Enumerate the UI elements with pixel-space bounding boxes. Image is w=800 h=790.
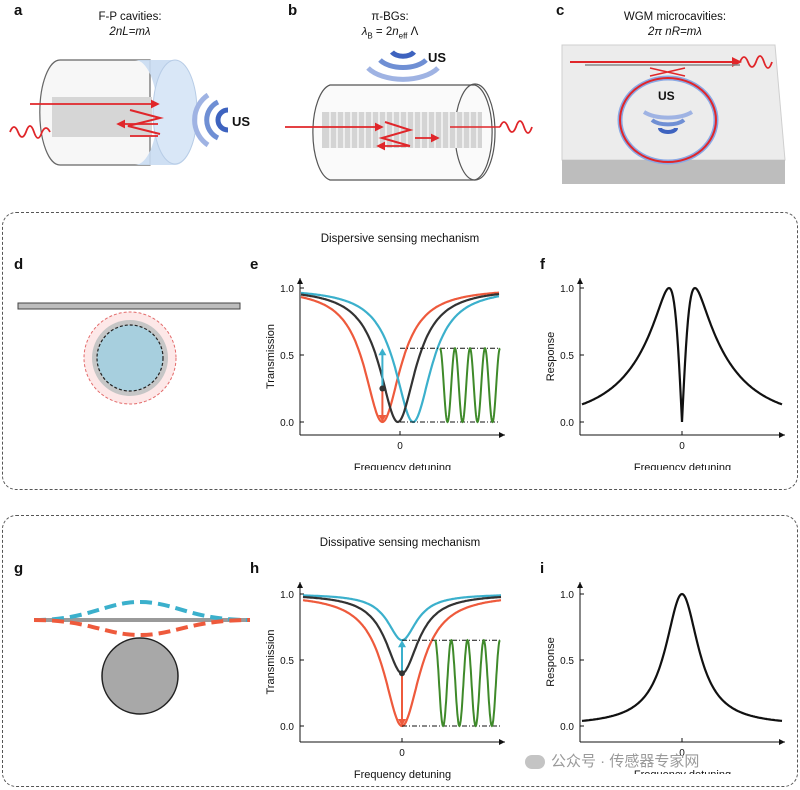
arrow-down-head bbox=[378, 415, 387, 422]
x-axis-arrow bbox=[779, 432, 785, 438]
dispersive-cavity-illustration bbox=[17, 302, 241, 405]
arrow-down-head bbox=[398, 719, 406, 726]
y-tick-label: 0.0 bbox=[280, 722, 294, 733]
dissipative-section bbox=[2, 515, 798, 787]
panel-label-e: e bbox=[250, 256, 259, 273]
wgm-illustration: US bbox=[561, 44, 786, 184]
bias-point bbox=[399, 670, 405, 677]
panel-label-g: g bbox=[14, 560, 24, 577]
y-tick-label: 0.5 bbox=[280, 351, 294, 362]
panel-label-h: h bbox=[250, 560, 260, 577]
x-tick-label: 0 bbox=[679, 441, 685, 452]
y-axis-arrow bbox=[297, 582, 303, 588]
pi-bg-illustration: US bbox=[285, 50, 533, 181]
panel-label-f: f bbox=[540, 256, 545, 273]
response-curve bbox=[581, 286, 783, 423]
panel-c-formula: 2π nR=mλ bbox=[648, 26, 702, 38]
panel-a-formula: 2nL=mλ bbox=[109, 26, 151, 38]
panel-b-formula: λB = 2neff Λ bbox=[361, 26, 419, 41]
y-tick-label: 0.0 bbox=[560, 722, 574, 733]
panel-label-i: i bbox=[540, 560, 545, 577]
y-axis-label: Response bbox=[545, 332, 557, 382]
wechat-icon bbox=[525, 755, 545, 770]
y-axis-arrow bbox=[577, 278, 583, 284]
x-axis-arrow bbox=[499, 432, 505, 438]
watermark-text: 公众号 · 传感器专家网 bbox=[551, 753, 700, 770]
y-tick-label: 0.0 bbox=[280, 418, 294, 429]
y-axis-arrow bbox=[577, 582, 583, 588]
y-tick-label: 1.0 bbox=[560, 590, 574, 601]
panel-label-b: b bbox=[288, 2, 298, 19]
panel-b-title: π-BGs: bbox=[371, 11, 409, 23]
y-axis-label: Transmission bbox=[265, 630, 277, 695]
x-tick-label: 0 bbox=[399, 748, 405, 759]
bias-point bbox=[379, 385, 386, 392]
fp-cavity-illustration: US bbox=[9, 59, 250, 166]
panel-b-caption: π-BGs: λB = 2neff Λ bbox=[320, 10, 460, 43]
x-axis-arrow bbox=[499, 739, 505, 745]
x-tick-label: 0 bbox=[679, 748, 685, 759]
y-tick-label: 0.5 bbox=[280, 656, 294, 667]
us-label-b: US bbox=[428, 50, 446, 65]
y-tick-label: 0.5 bbox=[560, 656, 574, 667]
dispersive-section-title: Dispersive sensing mechanism bbox=[320, 233, 480, 245]
panel-a-title: F-P cavities: bbox=[98, 11, 162, 23]
y-tick-label: 1.0 bbox=[560, 284, 574, 295]
panel-a-caption: F-P cavities: 2nL=mλ bbox=[60, 10, 200, 40]
panel-c-title: WGM microcavities: bbox=[623, 11, 727, 23]
panel-label-d: d bbox=[14, 256, 24, 273]
us-label-a: US bbox=[232, 114, 250, 129]
dissipative-cavity-illustration bbox=[33, 599, 251, 715]
response-sinusoid bbox=[439, 346, 501, 424]
response-sinusoid bbox=[434, 638, 501, 728]
y-axis-label: Response bbox=[545, 637, 557, 687]
curve-red bbox=[300, 291, 500, 424]
dissipative-section-title: Dissipative sensing mechanism bbox=[319, 537, 481, 549]
dispersive-section bbox=[2, 212, 798, 490]
x-axis-label: Frequency detuning bbox=[354, 462, 451, 470]
x-axis-arrow bbox=[779, 739, 785, 745]
y-tick-label: 0.5 bbox=[560, 351, 574, 362]
curve-cyan bbox=[301, 291, 500, 424]
panel-c-caption: WGM microcavities: 2π nR=mλ bbox=[600, 10, 750, 40]
y-tick-label: 0.0 bbox=[560, 418, 574, 429]
arrow-up-head bbox=[398, 640, 406, 648]
y-axis-label: Transmission bbox=[265, 324, 277, 389]
y-axis-arrow bbox=[297, 278, 303, 284]
response-curve bbox=[581, 592, 783, 722]
arrow-up-head bbox=[378, 348, 387, 356]
us-label-c: US bbox=[658, 89, 675, 103]
x-axis-label: Frequency detuning bbox=[354, 769, 451, 781]
panel-label-a: a bbox=[14, 2, 23, 19]
y-tick-label: 1.0 bbox=[280, 284, 294, 295]
watermark: 公众号 · 传感器专家网 bbox=[525, 750, 699, 771]
x-axis-label: Frequency detuning bbox=[634, 462, 731, 470]
y-tick-label: 1.0 bbox=[280, 590, 294, 601]
curve-cyan bbox=[303, 594, 501, 642]
curve-dark bbox=[300, 292, 500, 424]
x-tick-label: 0 bbox=[397, 441, 403, 452]
x-axis-label: Frequency detuning bbox=[634, 769, 731, 774]
panel-label-c: c bbox=[556, 2, 565, 19]
